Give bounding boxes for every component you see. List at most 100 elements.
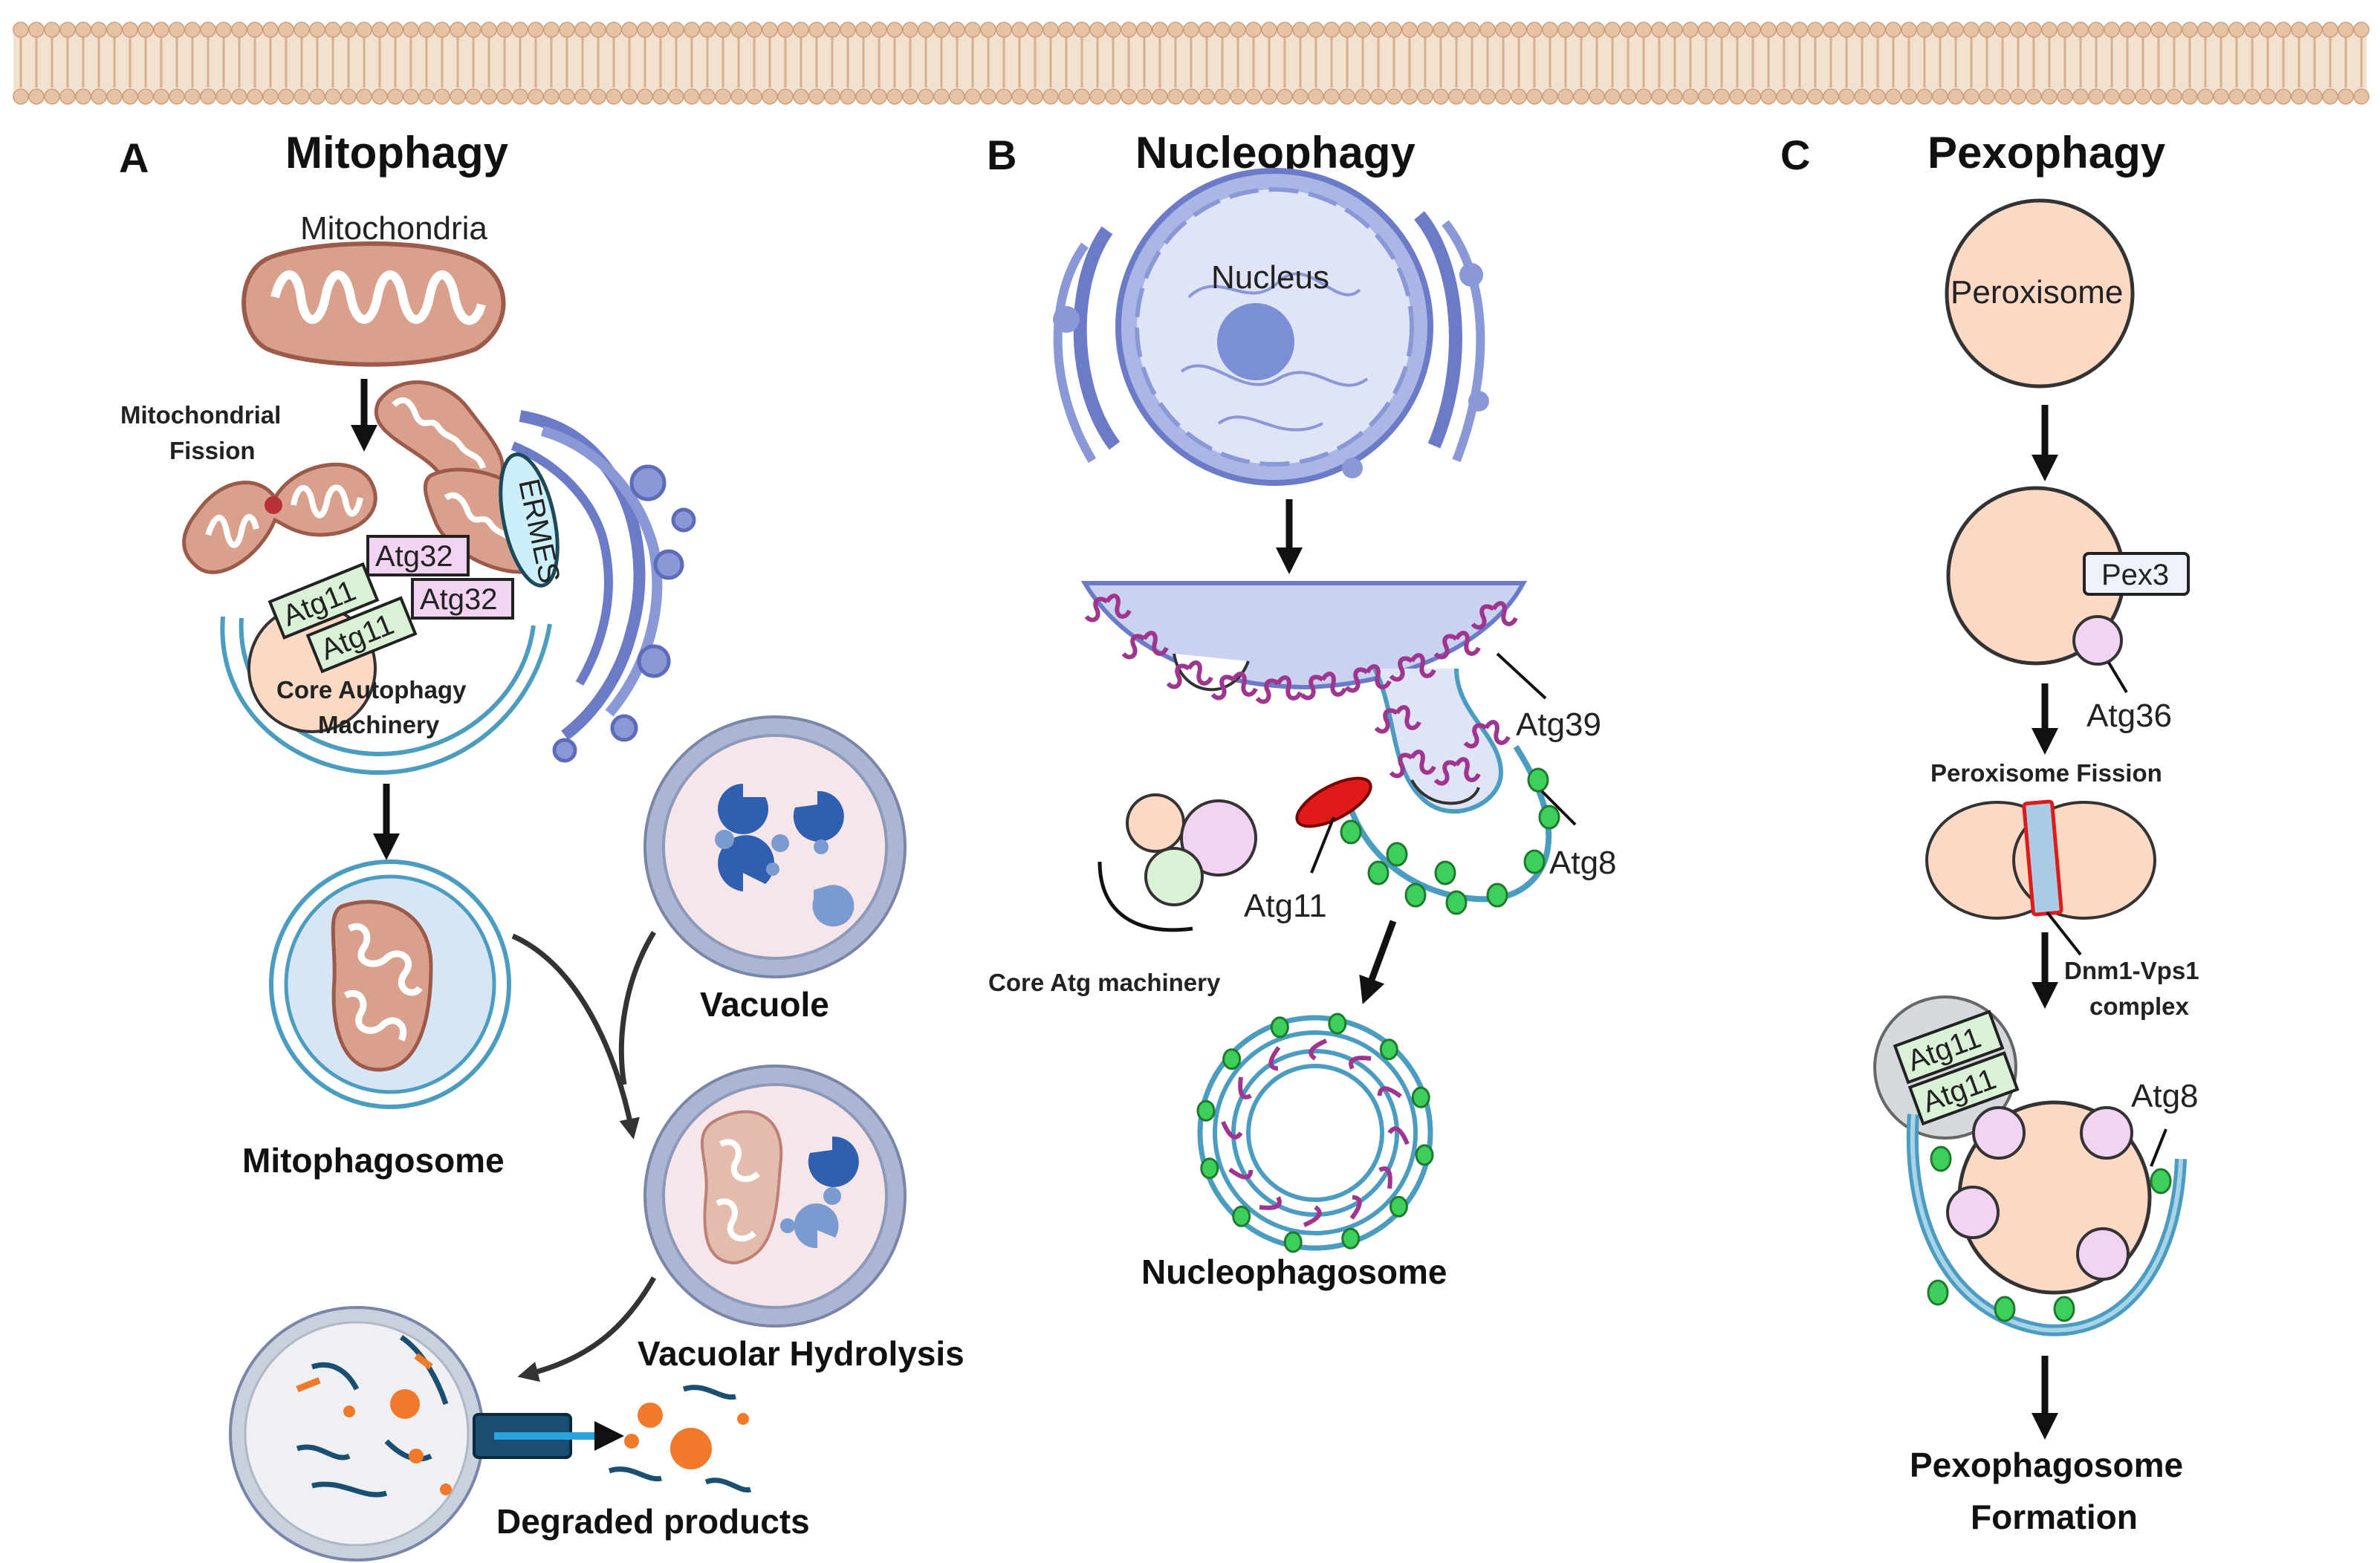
atg36-leader: [2107, 661, 2128, 694]
atg8-leader-b: [1540, 790, 1577, 826]
nucleophagosome-label: Nucleophagosome: [1141, 1252, 1447, 1291]
lipid-head: [1838, 88, 1855, 105]
lipid-head: [200, 22, 216, 38]
lipid-head: [44, 22, 60, 38]
lipid-head: [2306, 88, 2323, 105]
lipid-head: [496, 22, 513, 38]
panel-a: A Mitophagy Mitochondria Mitochondrial F…: [119, 128, 964, 1562]
lipid-head: [200, 88, 216, 105]
atg39-receptor: [1166, 660, 1213, 689]
lipid-head: [450, 88, 466, 105]
nucleus-icon: [1053, 168, 1489, 486]
lipid-head: [1339, 88, 1355, 105]
lipid-head: [1838, 22, 1855, 38]
lipid-head: [637, 88, 653, 105]
panel-a-title: Mitophagy: [285, 128, 509, 178]
svg-text:Atg32: Atg32: [420, 583, 498, 616]
lipid-head: [262, 22, 279, 38]
lipid-head: [808, 22, 825, 38]
lipid-head: [1667, 88, 1683, 105]
lipid-head: [2353, 88, 2370, 105]
atg8-dot: [1200, 1157, 1219, 1180]
lipid-head: [699, 88, 716, 105]
atg36-icon: [2072, 615, 2123, 666]
panel-c-letter: C: [1780, 131, 1810, 178]
lipid-head: [1027, 88, 1043, 105]
lipid-head: [1386, 88, 1402, 105]
atg39-receptor: [1259, 1196, 1282, 1210]
atg8-c-label: Atg8: [2131, 1078, 2199, 1114]
atg8-dot: [1270, 1016, 1289, 1039]
lipid-head: [1682, 22, 1699, 38]
lipid-head: [964, 22, 981, 38]
lipid-head: [2104, 88, 2120, 105]
lipid-head: [2213, 88, 2229, 105]
lipid-head: [169, 22, 185, 38]
core-atg-label: Core Atg machinery: [988, 969, 1221, 996]
lipid-head: [512, 88, 528, 105]
lipid-head: [1401, 22, 1418, 38]
lipid-head: [1152, 22, 1168, 38]
lipid-head: [980, 22, 996, 38]
peroxisome-icon: [1945, 198, 2135, 389]
atg39-receptor: [1084, 594, 1132, 623]
panel-a-letter: A: [119, 134, 149, 181]
lipid-head: [2275, 22, 2292, 38]
fused-vacuole-icon: [643, 1065, 907, 1328]
atg39-receptor: [1309, 1039, 1328, 1061]
atg8-dot: [1328, 1013, 1347, 1035]
lipid-head: [481, 22, 497, 38]
lipid-head: [1916, 88, 1933, 105]
atg39-receptor: [1463, 720, 1511, 749]
lipid-head: [1963, 88, 1979, 105]
atg39-receptor: [1389, 750, 1436, 779]
lipid-head: [512, 22, 528, 38]
lipid-head: [886, 88, 903, 105]
lipid-head: [902, 88, 918, 105]
lipid-head: [2088, 22, 2104, 38]
atg11-leader: [1310, 816, 1335, 874]
lipid-head: [247, 88, 263, 105]
lipid-head: [1870, 22, 1886, 38]
lipid-head: [13, 22, 29, 38]
lipid-head: [2182, 88, 2198, 105]
atg8-dot: [1283, 1231, 1303, 1253]
lipid-head: [996, 22, 1012, 38]
lipid-head: [215, 88, 232, 105]
lipid-head: [496, 88, 513, 105]
lipid-head: [528, 22, 544, 38]
atg8-dot: [1196, 1099, 1216, 1122]
lipid-head: [1651, 22, 1667, 38]
lipid-head: [715, 88, 731, 105]
lipid-head: [215, 22, 232, 38]
atg8-dot: [1379, 1039, 1398, 1061]
lipid-head: [184, 22, 201, 38]
lipid-head: [1948, 22, 1964, 38]
atg39-receptor: [1255, 675, 1303, 704]
lipid-head: [824, 22, 840, 38]
lipid-head: [2010, 22, 2026, 38]
lipid-head: [1121, 88, 1137, 105]
lipid-head: [372, 22, 388, 38]
lipid-head: [75, 22, 91, 38]
lipid-head: [777, 22, 794, 38]
lipid-head: [1511, 88, 1527, 105]
lipid-head: [1011, 22, 1028, 38]
fission-label-line2: Fission: [169, 437, 256, 464]
lipid-head: [2135, 22, 2151, 38]
dnm1-label-line1: Dnm1-Vps1: [2064, 957, 2199, 984]
lipid-head: [1901, 88, 1917, 105]
lipid-head: [543, 88, 560, 105]
lipid-head: [403, 88, 419, 105]
lipid-head: [1261, 88, 1277, 105]
lipid-head: [2057, 22, 2073, 38]
lipid-head: [1323, 88, 1340, 105]
lipid-head: [2150, 88, 2167, 105]
atg8-dot: [1367, 860, 1390, 886]
lipid-head: [1214, 22, 1230, 38]
lipid-head: [28, 22, 45, 38]
dnm1-label-line2: complex: [2089, 992, 2190, 1020]
atg39-receptor: [1268, 1046, 1281, 1071]
lipid-head: [309, 22, 325, 38]
lipid-head: [2260, 88, 2276, 105]
